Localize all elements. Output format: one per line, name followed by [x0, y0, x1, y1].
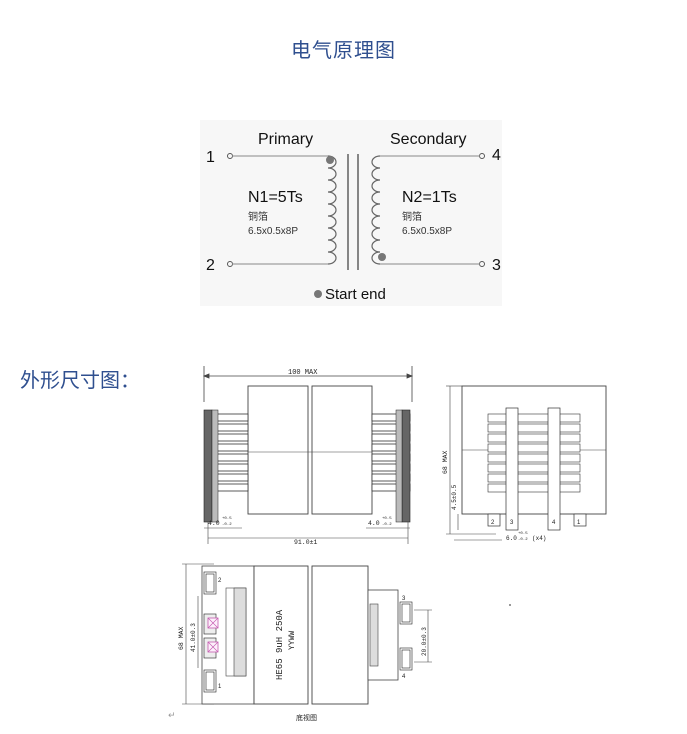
front-windings-right — [371, 413, 411, 492]
pin-2-terminal — [227, 261, 233, 267]
side-pin-label-2: 2 — [491, 520, 495, 526]
bottom-view-drawing: 68 MAX 41.0±0.3 2 1 HE65 9uH 250A YYWW 3… — [178, 563, 432, 722]
core-right-block — [311, 385, 373, 515]
bottom-view-caption: 底视图 — [296, 713, 317, 722]
bottom-height-max: 68 MAX — [178, 626, 185, 650]
bottom-terminals-left — [203, 571, 217, 693]
side-pin-label-1: 1 — [577, 520, 581, 526]
core-left-block — [247, 385, 309, 515]
stray-dot — [509, 604, 511, 606]
primary-start-dot — [326, 156, 334, 164]
bottom-pin-label-3: 3 — [402, 596, 406, 602]
svg-text:+0.5: +0.5 — [222, 517, 232, 521]
front-view-drawing: 100 MAX 4.0 +0.5 -0.2 4.0 +0.5 — [202, 366, 414, 546]
side-pin-label-3: 3 — [510, 520, 514, 526]
side-pin-count: (x4) — [532, 535, 546, 542]
front-width-max: 100 MAX — [288, 369, 318, 377]
bottom-pin-label-4: 4 — [402, 674, 406, 680]
bottom-pin-label-2: 2 — [218, 578, 222, 584]
secondary-material: 铜箔 — [402, 210, 422, 223]
svg-text:+0.5: +0.5 — [518, 532, 528, 536]
pin-1-label: 1 — [206, 149, 215, 166]
schematic-drawing: Primary Secondary 1 2 4 3 N1=5Ts 铜箔 — [206, 131, 501, 303]
side-windings — [487, 413, 581, 493]
svg-text:-0.2: -0.2 — [382, 523, 392, 527]
pin-3-terminal — [479, 261, 485, 267]
front-lead-right: 4.0 — [368, 520, 380, 527]
pin-4-label: 4 — [492, 147, 501, 164]
side-pins — [487, 407, 587, 531]
secondary-start-dot — [378, 253, 386, 261]
secondary-turns: N2=1Ts — [402, 189, 457, 206]
pin-3-label: 3 — [492, 257, 501, 274]
date-code: YYWW — [288, 631, 297, 650]
bottom-core-right — [311, 565, 369, 705]
front-lead-left: 4.0 — [208, 520, 220, 527]
bottom-pin-label-1: 1 — [218, 684, 222, 690]
pin-4-terminal — [479, 153, 485, 159]
secondary-coil — [371, 155, 381, 265]
front-terminal-right — [401, 409, 411, 523]
bottom-spacing-right: 20.0±0.3 — [421, 627, 428, 656]
front-terminal-left — [203, 409, 213, 523]
svg-text:-0.2: -0.2 — [518, 538, 528, 542]
pin-2-label: 2 — [206, 257, 215, 274]
secondary-spec: 6.5x0.5x8P — [402, 226, 452, 237]
svg-text:-0.2: -0.2 — [222, 523, 232, 527]
dimensions-title: 外形尺寸图： — [20, 368, 140, 392]
front-pitch: 91.0±1 — [294, 539, 318, 546]
primary-coil — [327, 155, 337, 265]
primary-material: 铜箔 — [248, 210, 268, 223]
side-pin-width: 6.0 — [506, 535, 517, 542]
svg-text:+0.5: +0.5 — [382, 517, 392, 521]
pin-1-terminal — [227, 153, 233, 159]
primary-spec: 6.5x0.5x8P — [248, 226, 298, 237]
page-title: 电气原理图 — [291, 38, 396, 62]
electrical-schematic: Primary Secondary 1 2 4 3 N1=5Ts 铜箔 — [200, 120, 502, 306]
primary-turns: N1=5Ts — [248, 189, 303, 206]
start-end-legend-dot — [314, 290, 322, 298]
side-pin-label-4: 4 — [552, 520, 556, 526]
side-standoff: 4.5±0.5 — [451, 484, 458, 510]
start-end-legend: Start end — [325, 286, 386, 303]
bottom-terminals-right — [399, 601, 413, 671]
part-marking: HE65 9uH 250A — [275, 609, 285, 680]
secondary-label: Secondary — [390, 131, 467, 148]
side-height-max: 68 MAX — [442, 450, 449, 474]
bottom-spacing-left: 41.0±0.3 — [190, 623, 197, 652]
primary-label: Primary — [258, 131, 313, 148]
return-mark: ↵ — [168, 711, 176, 721]
side-view-drawing: 68 MAX 4.5±0.5 2 3 4 1 6.0 +0.5 -0.2 (x4… — [442, 385, 607, 542]
bottom-core-left — [253, 565, 309, 705]
